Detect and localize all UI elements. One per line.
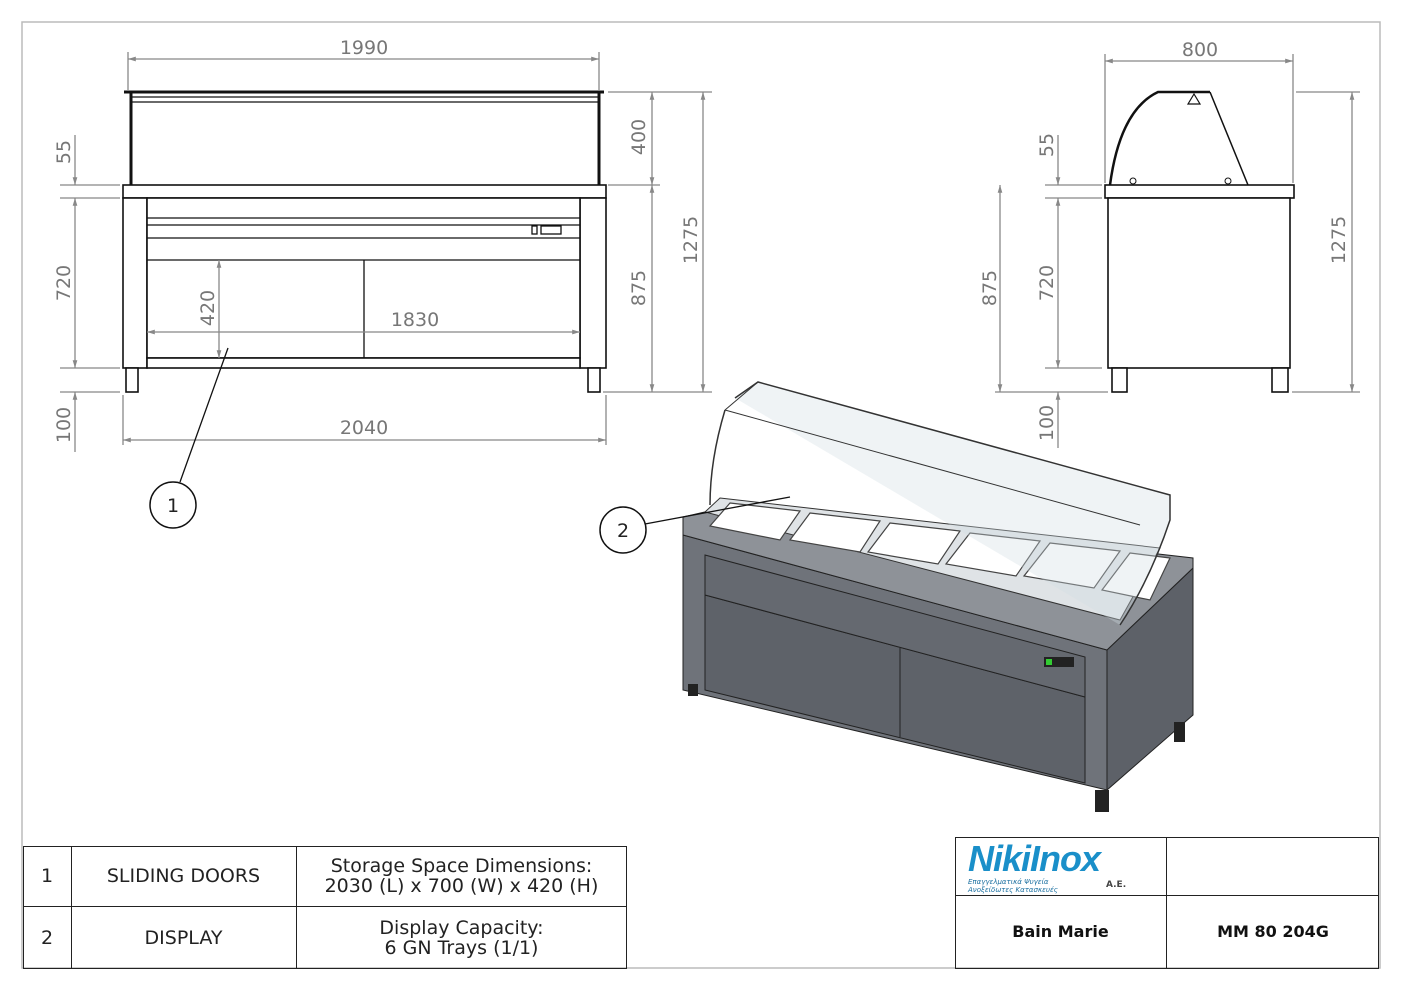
dim-top-thickness: 55 bbox=[53, 140, 75, 164]
part-2-name: DISPLAY bbox=[144, 926, 223, 949]
dim-inner-width: 1830 bbox=[391, 309, 439, 331]
side-view: 800 55 720 875 100 1275 bbox=[979, 39, 1360, 448]
part-1-description: Storage Space Dimensions:2030 (L) x 700 … bbox=[324, 855, 599, 897]
part-1-number: 1 bbox=[40, 865, 54, 887]
dim-total-height: 1275 bbox=[680, 216, 702, 264]
dim-glass-height: 400 bbox=[628, 119, 650, 155]
side-dim-top-thickness: 55 bbox=[1036, 133, 1058, 157]
side-dim-total-height: 1275 bbox=[1328, 216, 1350, 264]
side-dim-body-height: 720 bbox=[1036, 265, 1058, 301]
company-logo: NikiInox Επαγγελματικά Ψυγεία Ανοξείδωτε… bbox=[968, 838, 1127, 895]
dim-leg-height: 100 bbox=[53, 407, 75, 443]
model-number: MM 80 204G bbox=[1217, 922, 1329, 941]
control-switch bbox=[531, 225, 538, 235]
side-dim-counter-height: 875 bbox=[979, 270, 1001, 306]
part-1-name: SLIDING DOORS bbox=[106, 865, 261, 887]
dim-door-height: 420 bbox=[197, 290, 219, 326]
iso-control-panel bbox=[1044, 657, 1074, 667]
part-2-number: 2 bbox=[40, 926, 54, 949]
sheet-border bbox=[21, 21, 1381, 969]
part-2-description: Display Capacity:6 GN Trays (1/1) bbox=[379, 916, 544, 959]
dim-overall-width: 2040 bbox=[340, 417, 388, 439]
side-dim-leg-height: 100 bbox=[1036, 405, 1058, 441]
control-display bbox=[540, 225, 562, 235]
balloon-2 bbox=[599, 506, 647, 554]
balloon-1 bbox=[149, 481, 197, 529]
dim-counter-height: 875 bbox=[628, 270, 650, 306]
balloon-1-label: 1 bbox=[167, 495, 179, 517]
product-name: Bain Marie bbox=[1012, 922, 1109, 941]
isometric-view: 2 bbox=[599, 381, 1194, 812]
dim-depth: 800 bbox=[1182, 39, 1218, 61]
dim-body-height: 720 bbox=[53, 265, 75, 301]
dim-top-width: 1990 bbox=[340, 37, 388, 59]
front-view: 1990 2040 1830 420 55 720 100 400 875 12… bbox=[53, 37, 712, 529]
balloon-2-label: 2 bbox=[617, 520, 629, 542]
